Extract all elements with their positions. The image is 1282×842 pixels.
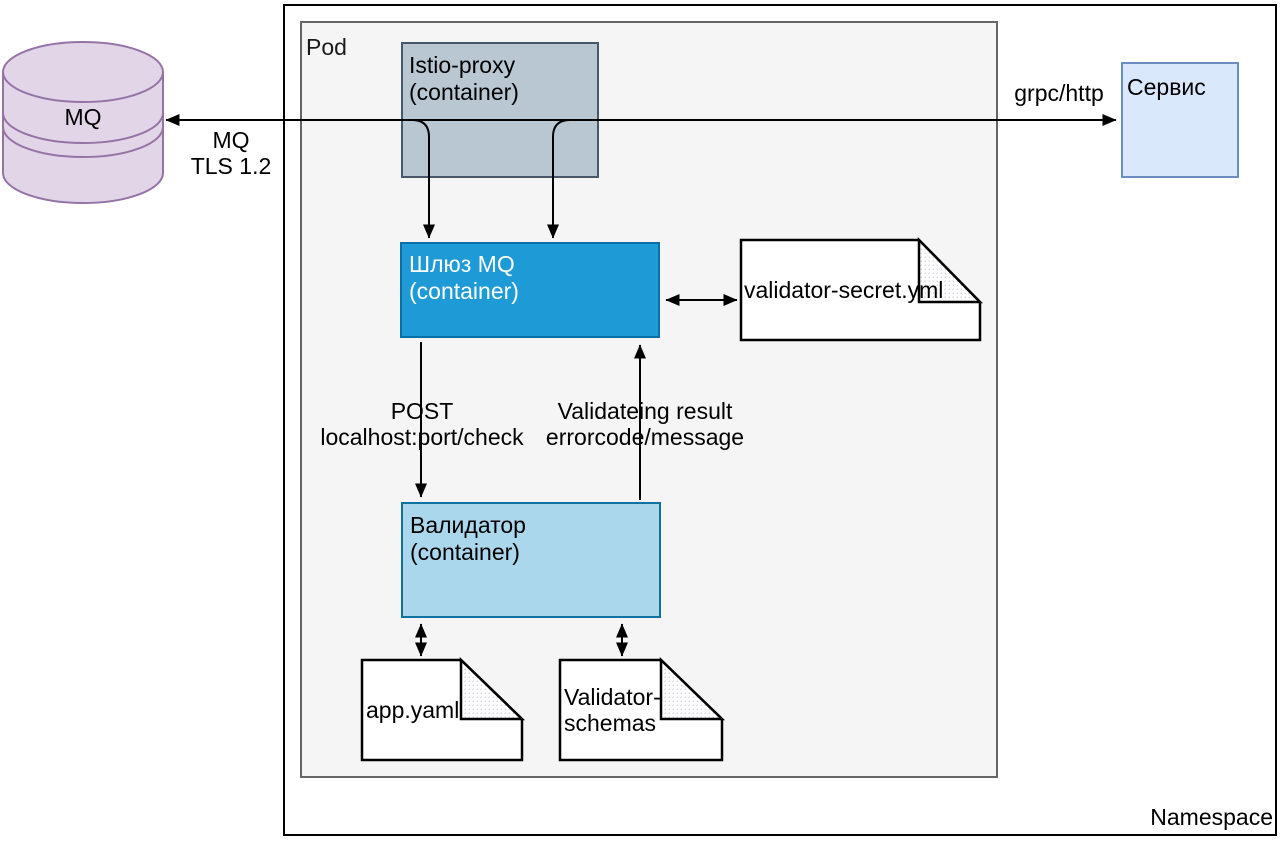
validator-title: Валидатор (410, 512, 526, 538)
mq-db-label: MQ (64, 104, 102, 130)
pod-label: Pod (306, 34, 347, 60)
istio-proxy-title: Istio-proxy (409, 52, 516, 78)
node-istio-proxy: Istio-proxy (container) (401, 42, 599, 178)
istio-proxy-subtitle: (container) (409, 79, 519, 105)
mq-gateway-subtitle: (container) (409, 278, 519, 304)
validator-subtitle: (container) (410, 539, 520, 565)
validator-schemas-file-label: Validator-schemas (564, 684, 661, 736)
edge-label-post-check: POST localhost:port/check (320, 398, 524, 450)
edge-label-grpc-http: grpc/http (1014, 80, 1104, 106)
edge-label-validation-result: Validateing result errorcode/message (545, 398, 745, 450)
node-service: Сервис (1121, 62, 1239, 178)
mq-gateway-title: Шлюз MQ (409, 251, 515, 277)
node-validator: Валидатор (container) (401, 502, 661, 618)
node-mq-gateway: Шлюз MQ (container) (400, 242, 660, 338)
edge-label-mq-tls: MQ TLS 1.2 (190, 127, 272, 179)
service-label: Сервис (1127, 74, 1206, 100)
namespace-label: Namespace (1150, 804, 1273, 830)
app-yaml-file-label: app.yaml (366, 697, 460, 723)
validator-secret-file-label: validator-secret.yml (744, 277, 944, 303)
